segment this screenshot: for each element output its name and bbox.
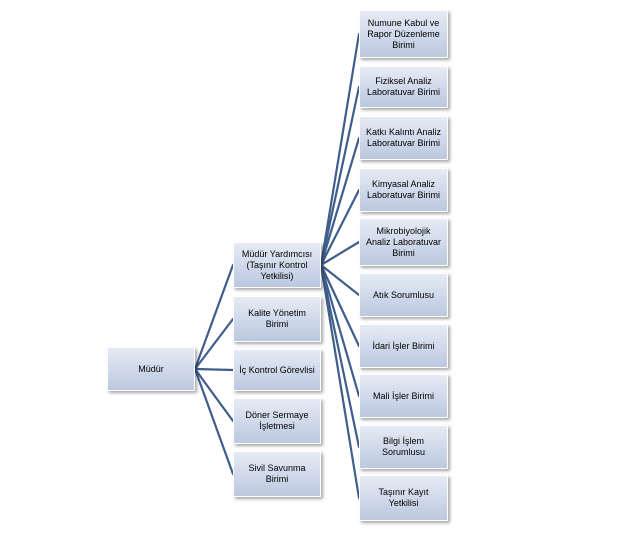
node-atik-sorumlusu: Atık Sorumlusu (359, 273, 448, 317)
node-mikrobiyolojik-analiz: Mikrobiyolojik Analiz Laboratuvar Birimi (359, 218, 448, 266)
connector-yardimci-to-atik-sorumlusu (319, 263, 361, 297)
connector-mudur-to-ic-kontrol-gorevlisi (193, 367, 235, 372)
connector-mudur-to-mudur-yardimcisi (193, 263, 235, 371)
connector-mudur-to-doner-sermaye-isletmesi (193, 367, 235, 423)
connector-yardimci-to-mikrobiyolojik-analiz (319, 240, 361, 267)
node-tasinir-kayit-yetkilisi: Taşınır Kayıt Yetkilisi (359, 475, 448, 521)
connector-yardimci-to-numune-kabul (319, 32, 361, 267)
node-fiziksel-analiz: Fiziksel Analiz Laboratuvar Birimi (359, 66, 448, 108)
node-kimyasal-analiz: Kimyasal Analiz Laboratuvar Birimi (359, 168, 448, 212)
node-sivil-savunma-birimi: Sivil Savunma Birimi (233, 451, 321, 497)
connector-yardimci-to-kimyasal-analiz (319, 188, 361, 267)
connector-yardimci-to-idari-isler-birimi (319, 263, 361, 348)
connector-yardimci-to-fiziksel-analiz (319, 85, 361, 267)
node-numune-kabul: Numune Kabul ve Rapor Düzenleme Birimi (359, 10, 448, 58)
node-bilgi-islem-sorumlusu: Bilgi İşlem Sorumlusu (359, 425, 448, 469)
node-mudur: Müdür (107, 347, 195, 391)
node-katki-kalinti-analiz: Katkı Kalıntı Analiz Laboratuvar Birimi (359, 116, 448, 160)
connector-yardimci-to-bilgi-islem-sorumlusu (319, 263, 361, 449)
connector-mudur-to-kalite-yonetim-birimi (193, 317, 235, 371)
connector-yardimci-to-tasinir-kayit-yetkilisi (319, 263, 361, 500)
node-idari-isler-birimi: İdari İşler Birimi (359, 324, 448, 368)
connector-yardimci-to-mali-isler-birimi (319, 263, 361, 398)
node-mudur-yardimcisi: Müdür Yardımcısı (Taşınır Kontrol Yetkil… (233, 242, 321, 288)
node-kalite-yonetim-birimi: Kalite Yönetim Birimi (233, 296, 321, 342)
node-doner-sermaye-isletmesi: Döner Sermaye İşletmesi (233, 398, 321, 444)
node-mali-isler-birimi: Mali İşler Birimi (359, 374, 448, 418)
connector-yardimci-to-katki-kalinti-analiz (319, 136, 361, 267)
node-ic-kontrol-gorevlisi: İç Kontrol Görevlisi (233, 349, 321, 391)
connector-mudur-to-sivil-savunma-birimi (193, 367, 235, 476)
